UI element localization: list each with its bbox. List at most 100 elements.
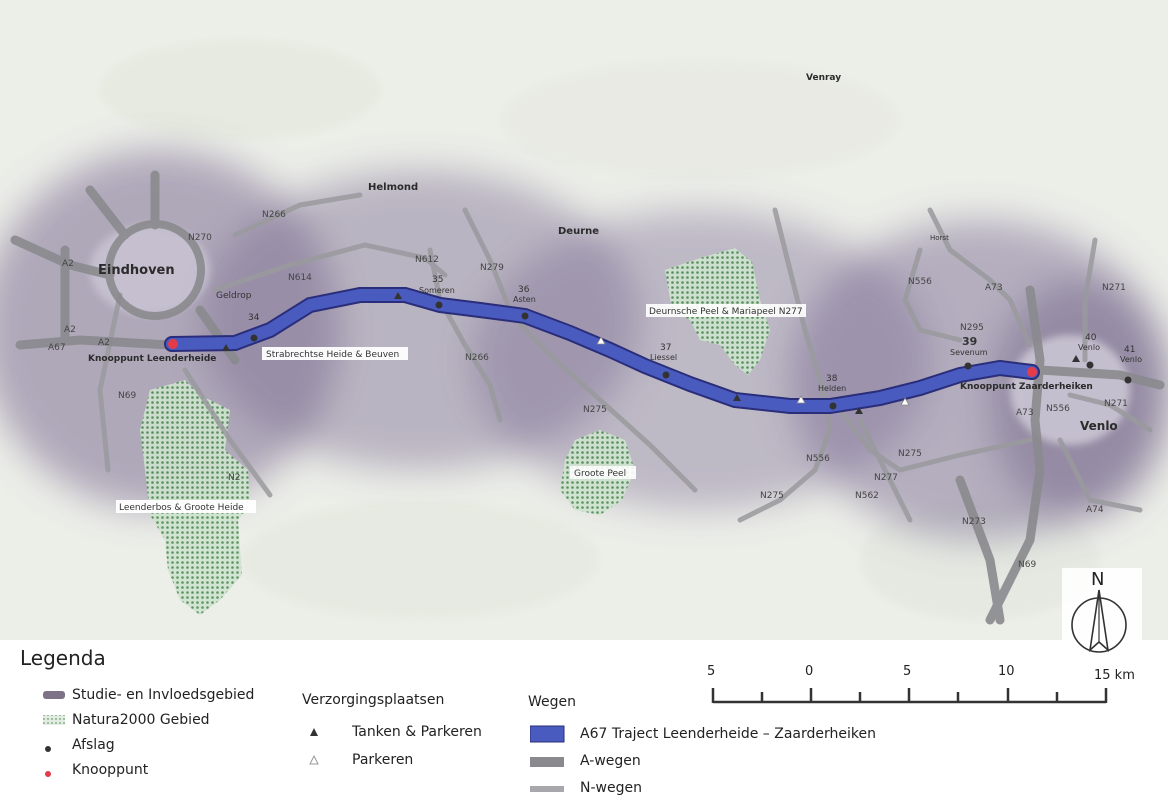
exit-37-marker	[662, 371, 670, 379]
svg-text:Leenderbos & Groote Heide: Leenderbos & Groote Heide	[119, 503, 244, 513]
road-label: N562	[855, 491, 879, 501]
study-area-swatch	[43, 691, 65, 699]
parkeren-marker	[596, 336, 606, 345]
n-roads	[97, 192, 1153, 523]
nature-label-leenderbos: Leenderbos & Groote Heide	[116, 500, 256, 513]
road-label: A2	[98, 338, 110, 348]
exit-35-name: Someren	[419, 286, 455, 295]
legend-parkeren: Parkeren	[352, 752, 414, 768]
natura-swatch	[43, 715, 65, 725]
exit-40-marker	[1086, 361, 1094, 369]
natura-leenderbos	[140, 380, 250, 615]
label-knooppunt-zaarderheiken: Knooppunt Zaarderheiken	[960, 382, 1093, 392]
parkeren-swatch	[309, 755, 319, 765]
tanken-swatch	[310, 728, 318, 736]
parkeren-marker	[900, 397, 910, 406]
exits	[250, 301, 1132, 410]
exit-40-label: 40	[1085, 333, 1097, 343]
road-labels: A2 A2 A2 A67 N270 N266 N614 N612 N279 N2…	[48, 210, 1128, 570]
road-label: N614	[288, 273, 312, 283]
a-wegen-swatch	[530, 757, 564, 767]
place-venlo: Venlo	[1080, 419, 1118, 433]
scale-label: 0	[805, 664, 814, 679]
road-label: N275	[760, 491, 784, 501]
road-label: N2	[228, 473, 240, 483]
exit-39-label: 39	[962, 335, 977, 348]
road-label: N556	[1046, 404, 1070, 414]
road-label: N556	[908, 277, 932, 287]
road-label: N273	[962, 517, 986, 527]
exit-41-label: 41	[1124, 345, 1135, 355]
road-label: N277	[874, 473, 898, 483]
road-label: N270	[188, 233, 212, 243]
svg-text:Deurnsche Peel & Mariapeel N27: Deurnsche Peel & Mariapeel N277	[649, 307, 803, 317]
road-label: A2	[64, 325, 76, 335]
scale-bar	[711, 688, 1108, 704]
exit-34-marker	[250, 334, 258, 342]
road-label: A73	[1016, 408, 1034, 418]
place-horst: Horst	[930, 234, 949, 242]
legend-verzorging-title: Verzorgingsplaatsen	[302, 692, 445, 708]
legend-a67: A67 Traject Leenderheide – Zaarderheiken	[580, 726, 876, 742]
exit-38-label: 38	[826, 374, 838, 384]
road-label: N295	[960, 323, 984, 333]
place-venray: Venray	[806, 73, 841, 83]
nature-label-deurnsche: Deurnsche Peel & Mariapeel N277	[646, 304, 806, 317]
place-eindhoven: Eindhoven	[98, 263, 175, 278]
north-arrow: N	[1062, 568, 1142, 668]
legend-knooppunt: Knooppunt	[72, 762, 149, 778]
road-label: A73	[985, 283, 1003, 293]
scale-label: 5	[707, 664, 716, 679]
exit-35-label: 35	[432, 275, 443, 285]
road-label: N556	[806, 454, 830, 464]
road-label: N69	[1018, 560, 1036, 570]
tanken-marker	[1072, 355, 1080, 362]
road-label: N69	[118, 391, 136, 401]
exit-36-marker	[521, 312, 529, 320]
exit-39-marker	[964, 362, 972, 370]
n-wegen-swatch	[530, 786, 564, 792]
nature-label-groote-peel: Groote Peel	[570, 466, 636, 479]
legend-wegen-title: Wegen	[528, 694, 577, 710]
scale-label: 10	[998, 664, 1015, 679]
exit-37-name: Liessel	[650, 353, 677, 362]
parkeren-marker	[796, 395, 806, 404]
nature-label-strabrechtse: Strabrechtse Heide & Beuven	[262, 347, 408, 360]
exit-34-label: 34	[248, 313, 260, 323]
place-helmond: Helmond	[368, 182, 418, 193]
svg-text:Strabrechtse Heide & Beuven: Strabrechtse Heide & Beuven	[266, 350, 399, 360]
road-label: A67	[48, 343, 66, 353]
place-deurne: Deurne	[558, 226, 599, 237]
exit-labels: 34 35 Someren 36 Asten 37 Liessel 38 Hel…	[248, 275, 1142, 393]
road-label: N266	[262, 210, 286, 220]
legend-studie: Studie- en Invloedsgebied	[72, 687, 255, 703]
exit-41-marker	[1124, 376, 1132, 384]
exit-38-marker	[829, 402, 837, 410]
legend-nwegen: N-wegen	[580, 780, 642, 796]
knooppunt-swatch	[45, 771, 51, 777]
road-label: N275	[583, 405, 607, 415]
road-label: N266	[465, 353, 489, 363]
exit-36-label: 36	[518, 285, 530, 295]
svg-text:Groote Peel: Groote Peel	[574, 469, 626, 479]
knooppunt-zaarderheiken-marker	[1027, 367, 1037, 377]
legend-awegen: A-wegen	[580, 753, 641, 769]
tanken-marker	[733, 394, 741, 401]
service-areas	[222, 292, 1080, 414]
knooppunt-leenderheide-marker	[168, 339, 178, 349]
legend-afslag: Afslag	[72, 737, 115, 753]
afslag-swatch	[45, 746, 51, 752]
exit-37-label: 37	[660, 343, 671, 353]
place-geldrop: Geldrop	[216, 291, 252, 301]
exit-35-marker	[435, 301, 443, 309]
exit-36-name: Asten	[513, 295, 536, 304]
road-label: N271	[1104, 399, 1128, 409]
scale-label: 15 km	[1094, 668, 1135, 683]
a-roads	[10, 170, 1165, 625]
exit-41-name: Venlo	[1120, 355, 1142, 364]
tanken-marker	[222, 344, 230, 351]
tanken-marker	[394, 292, 402, 299]
terrain-patches	[100, 40, 1100, 620]
a67-swatch	[530, 725, 565, 743]
